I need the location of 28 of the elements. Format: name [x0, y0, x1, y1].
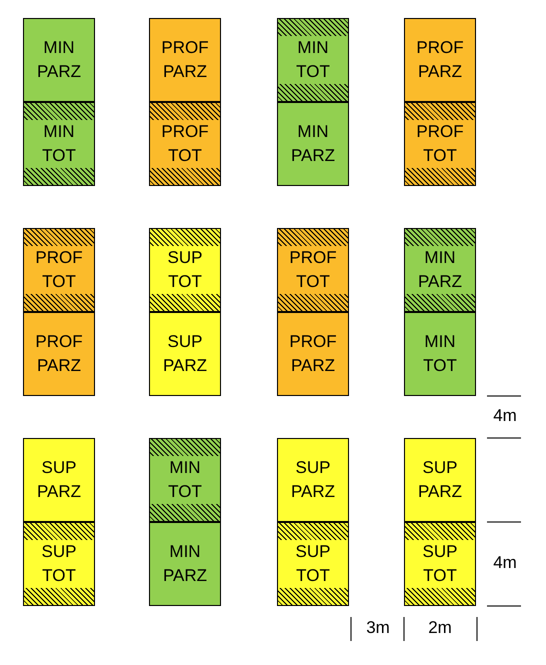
plot-cell: SUP TOT [404, 522, 476, 606]
plot-cell: MIN PARZ [277, 102, 349, 186]
plot-cell: SUP TOT [23, 522, 95, 606]
plot-cell: PROF TOT [23, 228, 95, 312]
plot-cell: PROF PARZ [404, 18, 476, 102]
plot-cell: PROF PARZ [23, 312, 95, 396]
plot-cell: SUP PARZ [23, 438, 95, 522]
plot-cell: SUP PARZ [277, 438, 349, 522]
plot-cell: MIN PARZ [149, 522, 221, 606]
plot-cell: PROF TOT [404, 102, 476, 186]
plot-cell: PROF TOT [149, 102, 221, 186]
plot-cell: SUP TOT [277, 522, 349, 606]
plot-cell: MIN PARZ [404, 228, 476, 312]
plot-cell: MIN TOT [277, 18, 349, 102]
plot-cell: MIN TOT [23, 102, 95, 186]
dimension-label: 2m [427, 618, 453, 638]
plot-cell: PROF TOT [277, 228, 349, 312]
plot-cell: SUP PARZ [149, 312, 221, 396]
plot-cell: PROF PARZ [277, 312, 349, 396]
plot-cell: PROF PARZ [149, 18, 221, 102]
plot-cell: SUP TOT [149, 228, 221, 312]
dimension-label: 3m [365, 618, 391, 638]
plot-cell: MIN PARZ [23, 18, 95, 102]
plot-cell: SUP PARZ [404, 438, 476, 522]
dimension-label: 4m [492, 553, 518, 573]
dimension-label: 4m [492, 406, 518, 426]
plot-cell: MIN TOT [404, 312, 476, 396]
plot-cell: MIN TOT [149, 438, 221, 522]
